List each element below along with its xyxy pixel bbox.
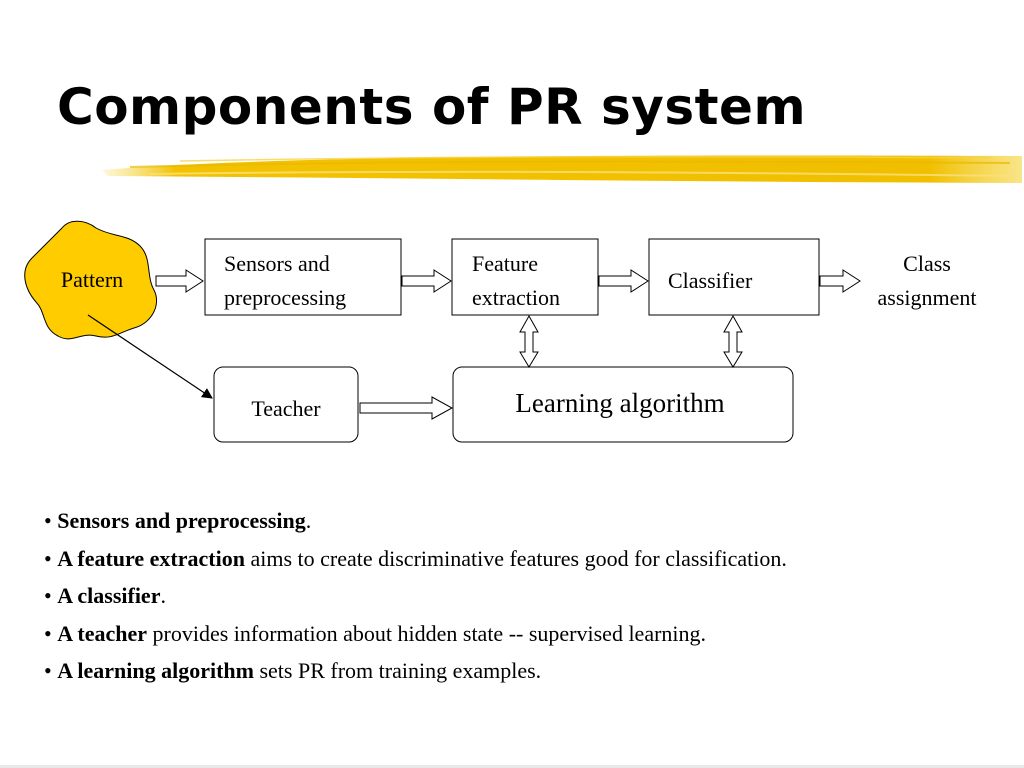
classifier-box <box>648 238 820 316</box>
pattern-blob <box>24 220 157 340</box>
feature-label-line1: Feature <box>472 251 538 276</box>
page-title: Components of PR system <box>57 78 807 136</box>
arrow-feature-learning-bidirectional <box>519 314 539 368</box>
bullet-term: A feature extraction <box>57 545 245 571</box>
bullet-list: • Sensors and preprocessing. • A feature… <box>44 502 787 690</box>
feature-extraction-box <box>451 238 599 316</box>
arrow-feature-to-classifier <box>598 269 649 293</box>
feature-label-line2: extraction <box>472 285 560 310</box>
bullet-item: • Sensors and preprocessing. <box>44 508 312 533</box>
bullet-item: • A classifier. <box>44 583 166 608</box>
learning-algorithm-box <box>452 366 794 443</box>
arrow-teacher-to-learning <box>359 396 454 420</box>
arrow-pattern-to-teacher <box>87 314 213 399</box>
bottom-divider <box>0 765 1024 768</box>
bullet-text: . <box>160 583 166 608</box>
bullet-term: A classifier <box>57 583 161 608</box>
bullet-item: • A feature extraction aims to create di… <box>44 545 787 571</box>
classifier-label: Classifier <box>668 268 753 293</box>
bullet-term: Sensors and preprocessing <box>57 508 306 533</box>
bullet-item: • A teacher provides information about h… <box>44 620 707 646</box>
class-assignment-line2: assignment <box>878 285 977 310</box>
pattern-label: Pattern <box>61 267 123 292</box>
arrow-sensors-to-feature <box>401 269 452 293</box>
title-highlight-stroke <box>102 155 1022 183</box>
bullet-term: A teacher <box>57 620 147 646</box>
bullet-term: A learning algorithm <box>57 658 254 683</box>
learning-algorithm-label: Learning algorithm <box>515 388 724 418</box>
bullet-text: provides information about hidden state … <box>147 620 707 646</box>
sensors-label-line1: Sensors and <box>224 251 330 276</box>
sensors-label-line2: preprocessing <box>224 285 346 310</box>
arrow-classifier-learning-bidirectional <box>723 314 743 368</box>
bullet-text: sets PR from training examples. <box>253 658 542 683</box>
bullet-item: • A learning algorithm sets PR from trai… <box>44 658 542 683</box>
arrow-classifier-to-class <box>819 269 861 293</box>
bullet-text: . <box>305 508 312 533</box>
teacher-label: Teacher <box>251 396 321 421</box>
teacher-box <box>213 366 359 443</box>
bullet-text: aims to create discriminative features g… <box>244 545 787 571</box>
sensors-box <box>204 238 402 316</box>
class-assignment-line1: Class <box>903 251 951 276</box>
arrow-pattern-to-sensors <box>155 269 204 293</box>
